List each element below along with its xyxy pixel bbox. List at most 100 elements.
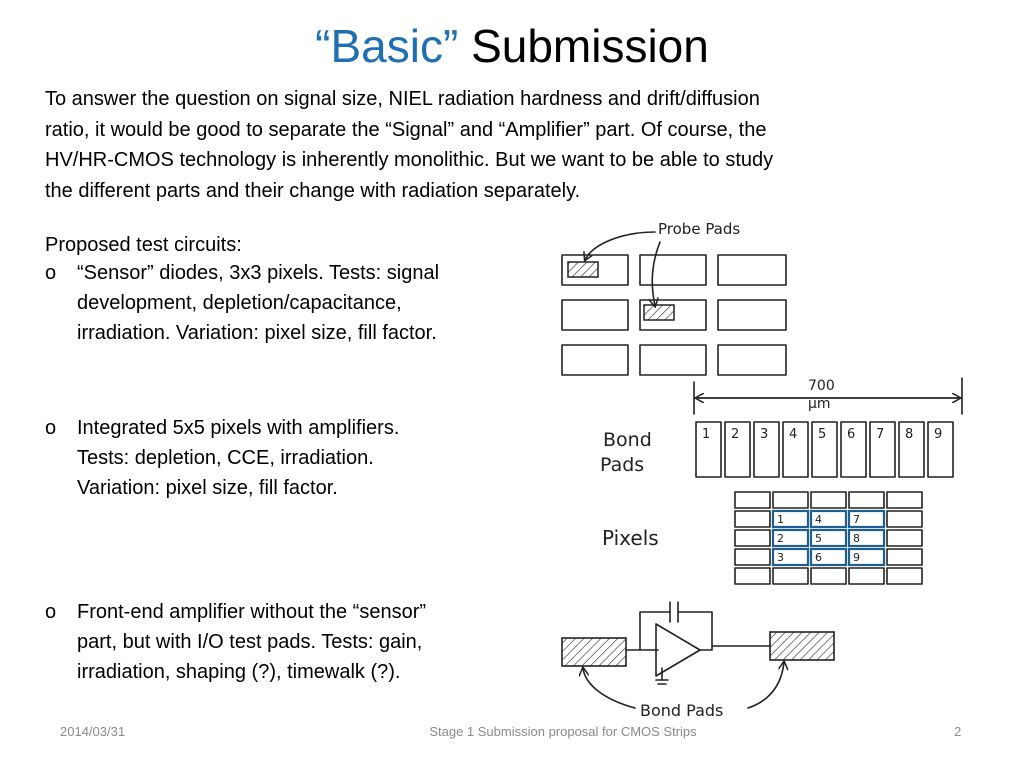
bond-pad-number: 5: [818, 427, 826, 442]
pixel-number: 9: [853, 551, 860, 564]
pixel-outer: [810, 567, 847, 585]
pixel-outer: [734, 510, 771, 528]
amplifier-icon: [655, 623, 701, 677]
pixel-outer: [734, 567, 771, 585]
pixel-number: 3: [777, 551, 784, 564]
slide-title: “Basic” Submission: [0, 18, 1024, 74]
pixel-outer: [886, 548, 923, 566]
pixel-outer: [848, 567, 885, 585]
pixel-inner: [771, 547, 810, 567]
bullet-marker: o: [45, 601, 57, 623]
bullet-marker: o: [45, 262, 57, 284]
probe-pads-label: Probe Pads: [658, 220, 740, 238]
pixel-cell: [639, 344, 707, 376]
pads-label: Pads: [600, 454, 644, 476]
pixel-cell: [561, 344, 629, 376]
bond-pad-number: 4: [789, 427, 797, 442]
pixel-cell: [717, 254, 787, 286]
dimension-value: 700: [808, 378, 835, 394]
pixel-cell: [561, 254, 629, 286]
bond-pad-number: 2: [731, 427, 739, 442]
bond-pad-number: 3: [760, 427, 768, 442]
intro-line: the different parts and their change wit…: [45, 179, 581, 202]
bond-pad: [840, 421, 867, 478]
pixel-inner: [809, 528, 848, 548]
pixel-cell: [639, 254, 707, 286]
pixel-outer: [886, 567, 923, 585]
pixel-number: 4: [815, 513, 822, 526]
bullet-line: irradiation. Variation: pixel size, fill…: [77, 322, 437, 344]
pixel-inner: [847, 547, 886, 567]
pixel-number: 5: [815, 532, 822, 545]
dimension-unit: µm: [808, 396, 831, 412]
bond-pad: [695, 421, 722, 478]
footer-date: 2014/03/31: [60, 724, 126, 739]
front-end-amplifier: Bond Pads: [561, 601, 835, 720]
input-bond-pad: [561, 637, 627, 667]
pixel-inner: [771, 528, 810, 548]
output-bond-pad: [769, 631, 835, 661]
wire: [677, 611, 713, 647]
footer-title: Stage 1 Submission proposal for CMOS Str…: [429, 724, 697, 739]
wire: [699, 645, 771, 651]
pixel-inner: [809, 509, 848, 529]
pixel-number: 8: [853, 532, 860, 545]
bullet-line: Integrated 5x5 pixels with amplifiers.: [77, 417, 400, 439]
bond-label: Bond: [603, 429, 652, 451]
title-accent: “Basic”: [315, 20, 459, 72]
pixel-matrix: Pixels 1 2 3 4 5 6 7 8 9: [602, 491, 923, 585]
probe-pad: [643, 304, 675, 321]
dimension-marker: 700 µm: [693, 377, 963, 415]
pixel-cell: [561, 299, 629, 331]
arrow-icon: [747, 662, 784, 709]
pixel-cell: [639, 299, 707, 331]
pixel-outer: [886, 529, 923, 547]
bond-pad: [753, 421, 780, 478]
bond-pad: [811, 421, 838, 478]
bullet-line: part, but with I/O test pads. Tests: gai…: [77, 631, 423, 653]
pixel-outer: [886, 491, 923, 509]
pixel-number: 6: [815, 551, 822, 564]
sensor-diode-grid: Probe Pads: [561, 220, 787, 376]
pixel-cell: [717, 344, 787, 376]
bullet-line: “Sensor” diodes, 3x3 pixels. Tests: sign…: [77, 262, 440, 284]
pixel-outer: [734, 529, 771, 547]
proposed-heading: Proposed test circuits:: [45, 234, 242, 256]
footer-page-number: 2: [954, 724, 962, 739]
arrow-icon: [652, 241, 661, 306]
pixel-outer: [772, 491, 809, 509]
bond-pad: [898, 421, 925, 478]
pixels-label: Pixels: [602, 526, 659, 550]
bond-pad: [782, 421, 809, 478]
pixel-number: 1: [777, 513, 784, 526]
pixel-inner: [771, 509, 810, 529]
bond-pad: [869, 421, 896, 478]
pixel-number: 2: [777, 532, 784, 545]
bond-pad: [724, 421, 751, 478]
bullet-line: Variation: pixel size, fill factor.: [77, 477, 338, 499]
bond-pad-number: 7: [876, 427, 884, 442]
pixel-cell: [717, 299, 787, 331]
bullet-line: Front-end amplifier without the “sensor”: [77, 601, 427, 623]
pixel-outer: [810, 491, 847, 509]
bond-pads-bottom-label: Bond Pads: [640, 701, 723, 720]
pixel-number: 7: [853, 513, 860, 526]
intro-paragraph: To answer the question on signal size, N…: [45, 84, 925, 206]
bond-pad-number: 6: [847, 427, 855, 442]
pixel-inner: [847, 528, 886, 548]
intro-line: ratio, it would be good to separate the …: [45, 118, 767, 141]
bond-pad-number: 1: [702, 427, 710, 442]
pixel-inner: [809, 547, 848, 567]
arrow-icon: [583, 668, 636, 709]
bullet-marker: o: [45, 417, 57, 439]
intro-line: HV/HR-CMOS technology is inherently mono…: [45, 149, 774, 171]
arrow-icon: [585, 231, 656, 260]
probe-pad: [567, 261, 599, 278]
pixel-outer: [734, 548, 771, 566]
intro-line: To answer the question on signal size, N…: [45, 88, 760, 110]
pixel-inner: [847, 509, 886, 529]
wire: [639, 611, 671, 651]
pixel-outer: [772, 567, 809, 585]
